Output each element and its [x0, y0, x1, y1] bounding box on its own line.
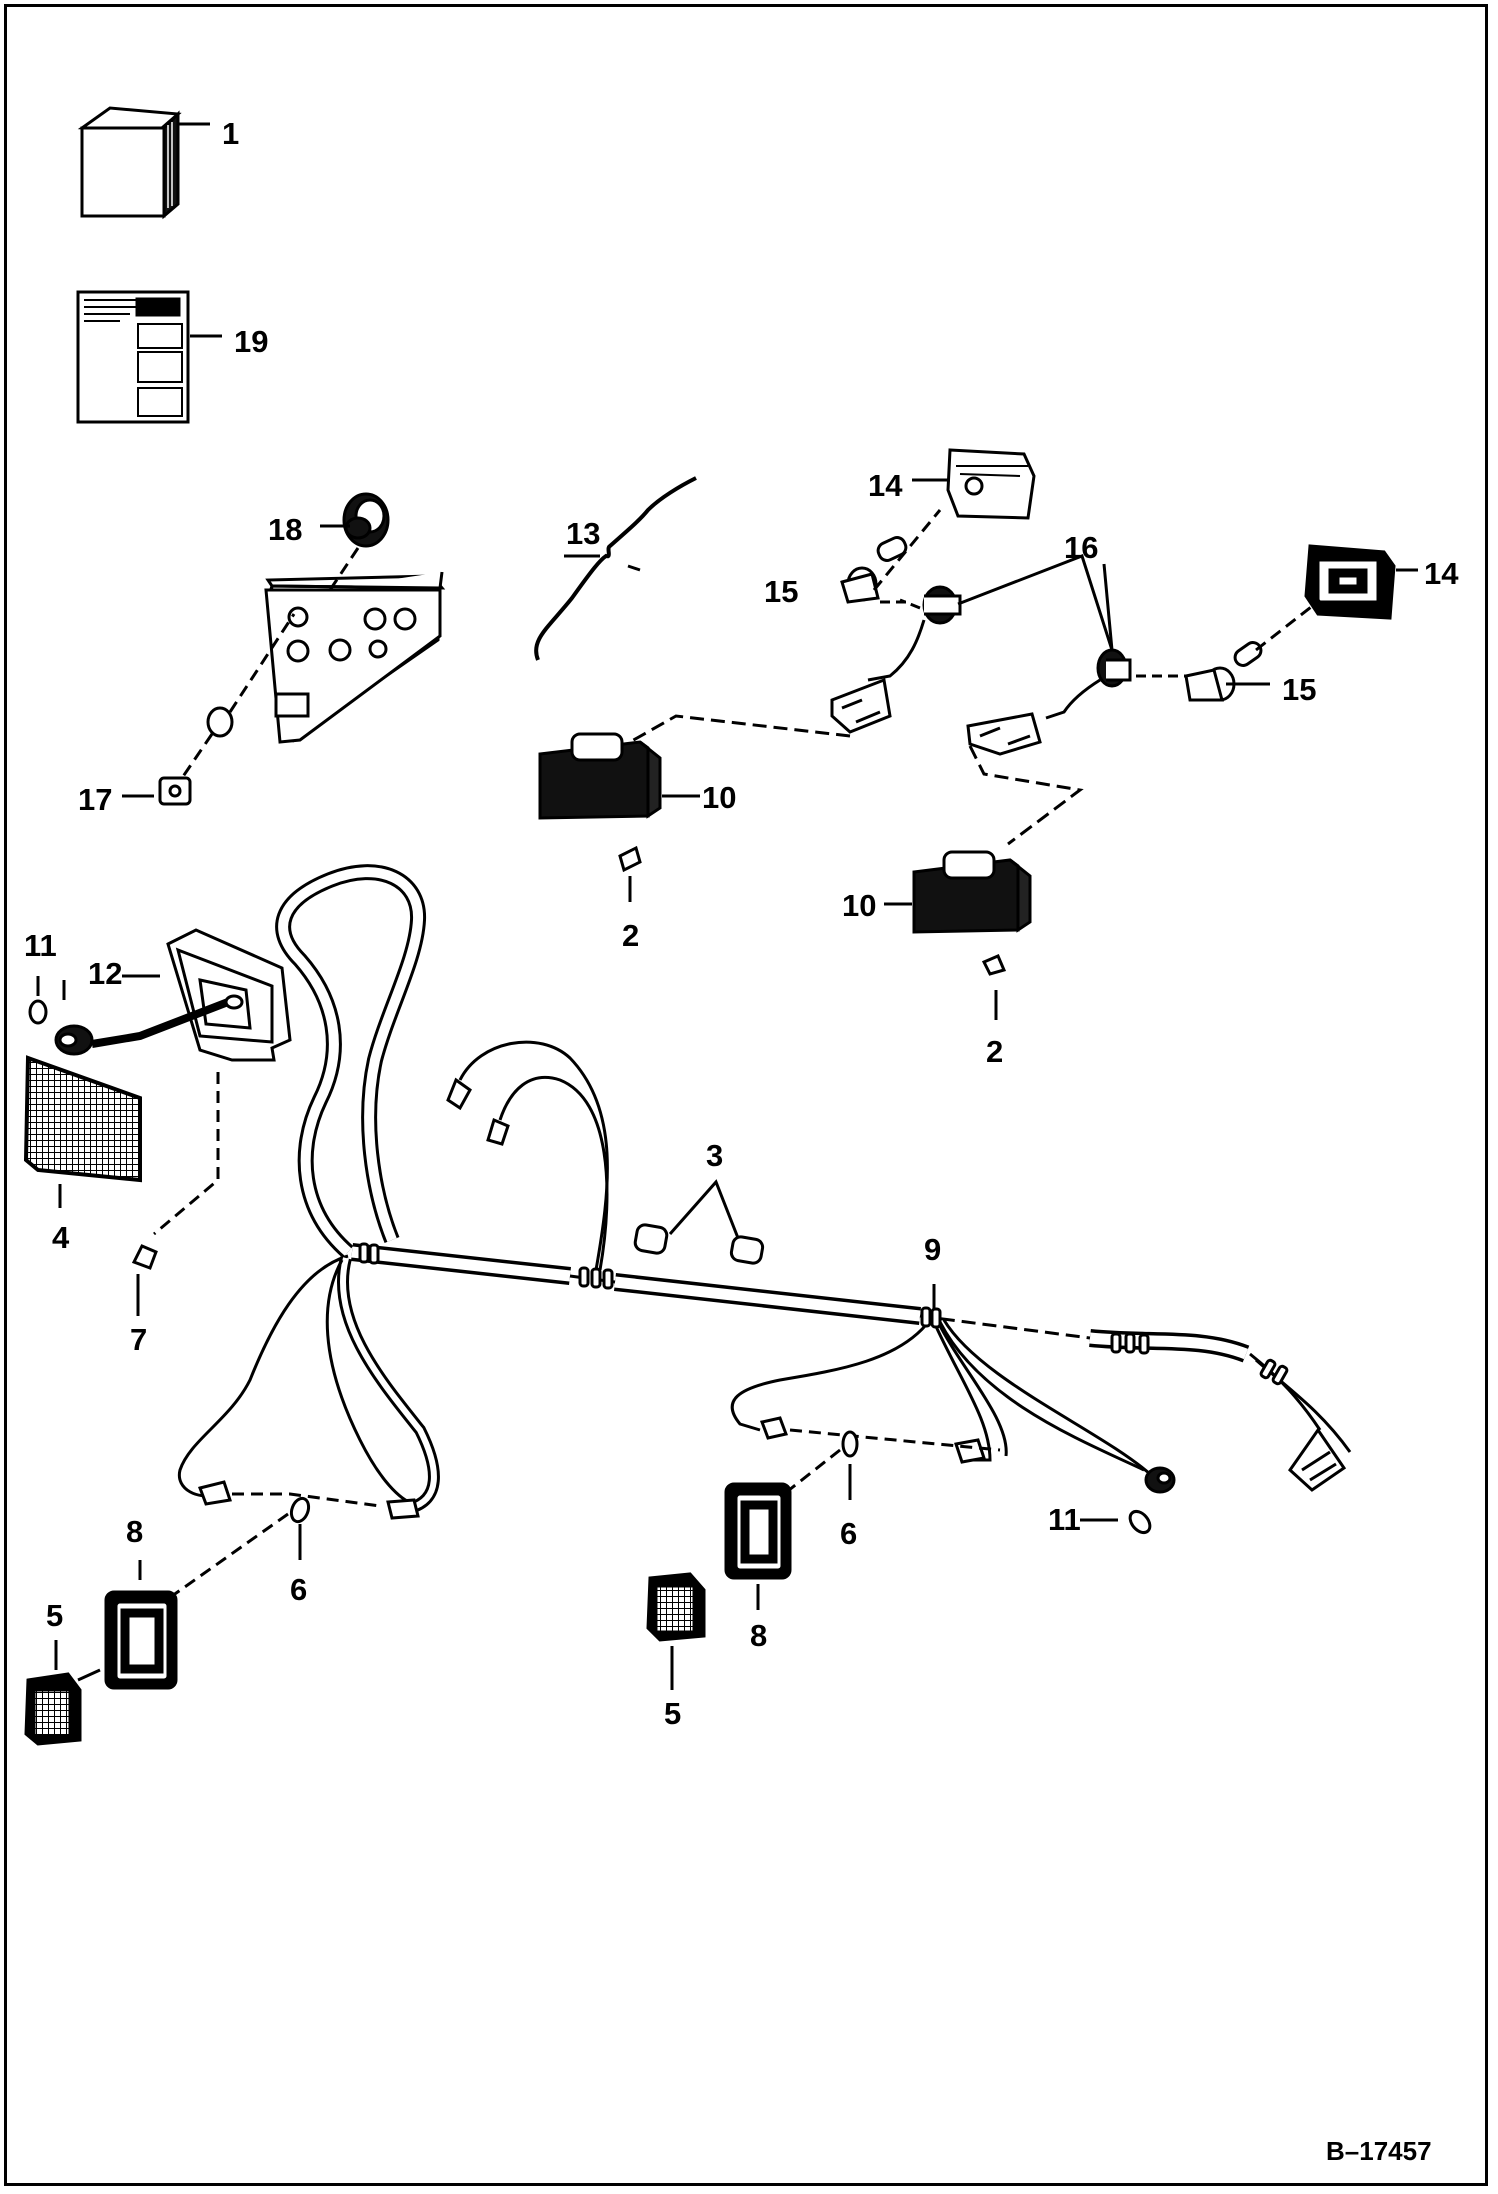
callout-8-left: 8 — [126, 1514, 144, 1549]
callout-16: 16 — [1064, 530, 1099, 565]
harness-bands — [358, 1242, 1289, 1386]
callout-10-left: 10 — [702, 780, 737, 815]
callout-1: 1 — [222, 116, 240, 151]
part-10-switch-right — [884, 850, 1032, 1020]
part-9-harness — [177, 864, 1352, 1520]
callout-13: 13 — [566, 516, 601, 551]
callout-5-left: 5 — [46, 1598, 64, 1633]
callout-19: 19 — [234, 324, 269, 359]
callout-11-left: 11 — [24, 928, 57, 963]
part-13-wire — [534, 476, 697, 661]
drawing-number: B–17457 — [1326, 2136, 1432, 2166]
callout-4: 4 — [52, 1220, 70, 1255]
part-1-box — [77, 106, 210, 220]
callout-7: 7 — [130, 1322, 148, 1357]
callout-8-right: 8 — [750, 1618, 768, 1653]
part-19-decal-sheet — [76, 290, 222, 424]
callout-9: 9 — [924, 1232, 942, 1267]
callout-11-right: 11 — [1048, 1502, 1081, 1537]
callout-10-right: 10 — [842, 888, 877, 923]
callout-leaders — [62, 563, 1114, 1310]
callout-15-right: 15 — [1282, 672, 1317, 707]
sheet-border — [4, 4, 1488, 2186]
part-6-bulbs — [171, 1430, 1152, 1598]
callout-6-right: 6 — [840, 1516, 858, 1551]
mounting-bracket-assembly — [122, 492, 446, 806]
callout-15-left: 15 — [764, 574, 799, 609]
callout-18: 18 — [268, 512, 303, 547]
callout-6-left: 6 — [290, 1572, 308, 1607]
rear-light-assembly — [23, 928, 292, 1316]
work-light-assembly — [629, 448, 1418, 846]
callout-2-left: 2 — [622, 918, 640, 953]
part-3-grommets — [633, 1179, 765, 1265]
callout-3: 3 — [706, 1138, 724, 1173]
callout-12: 12 — [88, 956, 123, 991]
part-10-switch-left — [538, 732, 700, 902]
callout-2-right: 2 — [986, 1034, 1004, 1069]
callout-5-right: 5 — [664, 1696, 682, 1731]
switch-bezels-and-rockers — [24, 1482, 792, 1746]
callout-14-right: 14 — [1424, 556, 1459, 591]
callout-17: 17 — [78, 782, 113, 817]
callout-14-top: 14 — [868, 468, 903, 503]
